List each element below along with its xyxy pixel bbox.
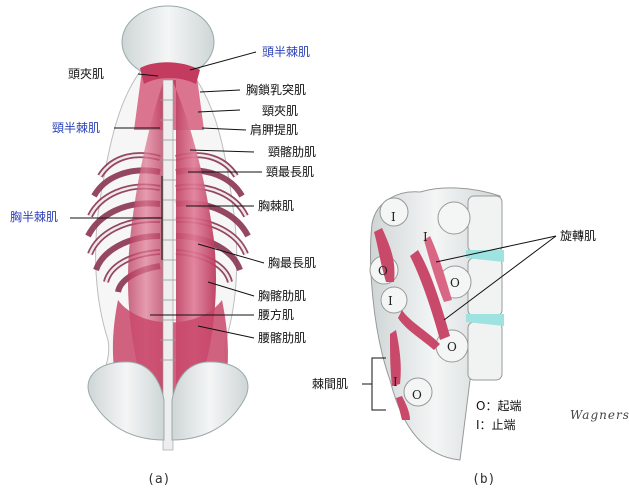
spine	[160, 79, 176, 451]
label-sternocleidomastoid: 胸鎖乳突肌	[246, 83, 307, 97]
marker-insertion: I	[393, 375, 398, 389]
marker-origin: O	[450, 276, 460, 290]
pelvis-left	[87, 361, 165, 441]
marker-insertion: I	[423, 230, 428, 244]
marker-insertion: I	[391, 210, 396, 224]
leader-lines-b	[362, 235, 557, 411]
legend-origin: O：起端	[476, 399, 522, 413]
label-splenius-cervicis: 頸夾肌	[262, 104, 299, 118]
label-spinalis-thoracis: 胸棘肌	[258, 199, 295, 213]
caption-a: (a)	[147, 472, 171, 487]
marker-origin: O	[447, 340, 457, 354]
label-splenius-capitis: 頭夾肌	[68, 67, 105, 81]
vertebra-detail-illustration	[369, 187, 504, 461]
label-head-semispinalis: 頭半棘肌	[262, 45, 311, 59]
label-iliocostalis-cervicis: 頸髂肋肌	[268, 145, 317, 159]
label-interspinales: 棘間肌	[312, 377, 349, 391]
label-quadratus-lumborum: 腰方肌	[258, 308, 295, 322]
label-iliocostalis-lumborum: 腰髂肋肌	[258, 331, 307, 345]
label-levator-scapulae: 肩胛提肌	[250, 123, 299, 137]
back-illustration	[85, 5, 251, 451]
marker-origin: O	[378, 264, 388, 278]
marker-insertion: I	[388, 294, 393, 308]
label-longissimus-cervicis: 頸最長肌	[266, 165, 315, 179]
legend-insertion: I：止端	[476, 418, 516, 432]
pelvis-right	[171, 361, 249, 441]
marker-origin: O	[412, 388, 422, 402]
label-rotatores: 旋轉肌	[560, 229, 597, 243]
label-cervical-semispinalis: 頸半棘肌	[52, 121, 101, 135]
label-thoracic-semispinalis: 胸半棘肌	[10, 210, 59, 224]
artist-signature: Wagners	[570, 408, 629, 422]
caption-b: (b)	[472, 472, 496, 487]
label-longissimus-thoracis: 胸最長肌	[268, 256, 317, 270]
leader-lines-a	[70, 51, 265, 339]
label-iliocostalis-thoracis: 胸髂肋肌	[258, 289, 307, 303]
